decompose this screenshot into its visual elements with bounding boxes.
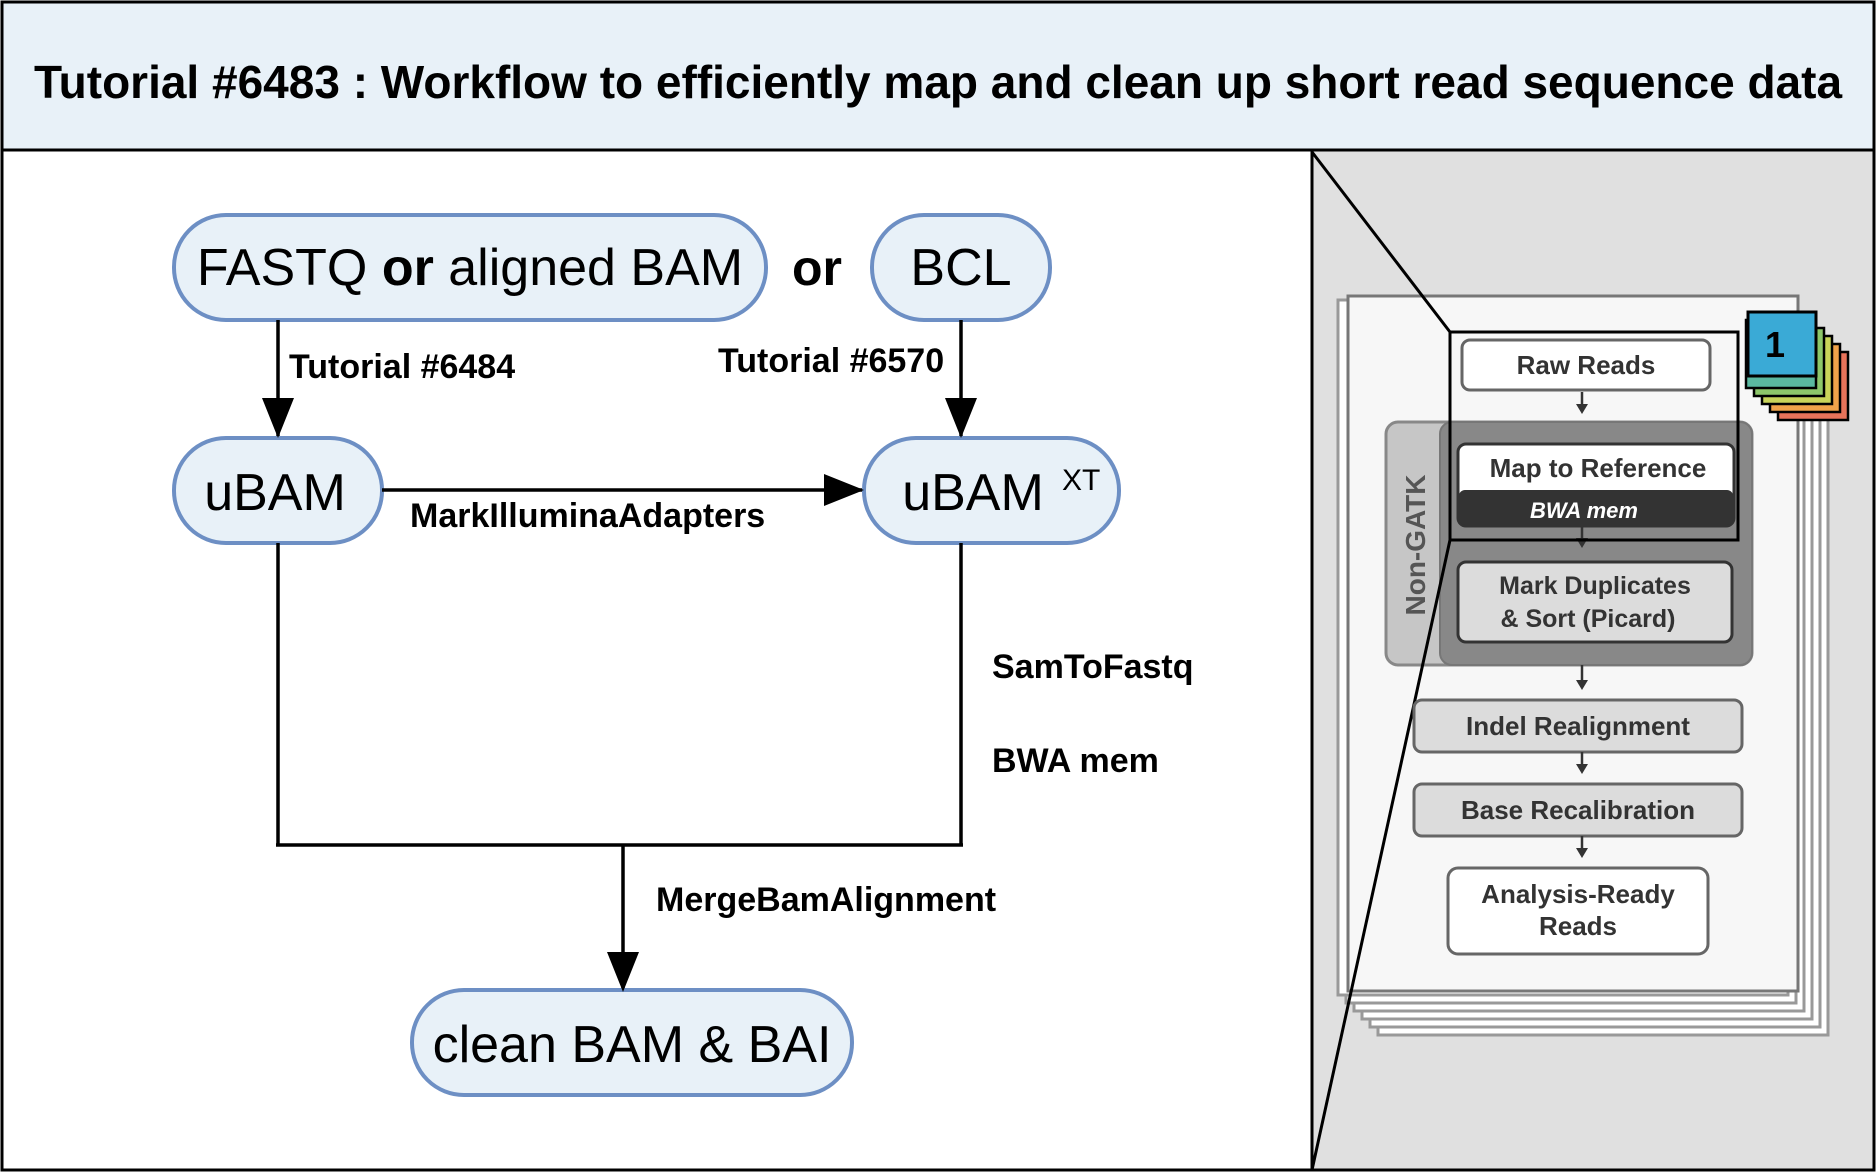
title-bar — [0, 0, 1876, 152]
page-title: Tutorial #6483 : Workflow to efficiently… — [34, 56, 1842, 108]
step-indel-realignment-label: Indel Realignment — [1466, 711, 1690, 741]
arrowhead-fastq-to-ubam — [262, 398, 294, 438]
or-label: or — [792, 240, 842, 296]
non-gatk-label: Non-GATK — [1400, 475, 1431, 616]
label-markilluminaadapters: MarkIlluminaAdapters — [410, 497, 765, 535]
clean-bam-node-label: clean BAM & BAI — [433, 1016, 832, 1074]
step-map-reference-sublabel: BWA mem — [1530, 498, 1638, 523]
step-map-reference-label: Map to Reference — [1490, 453, 1707, 483]
clean-bam-node — [410, 988, 854, 1097]
step-badge — [1746, 310, 1818, 378]
label-samtofastq: SamToFastq — [992, 648, 1194, 686]
label-bwa-mem: BWA mem — [992, 742, 1159, 780]
step-mark-duplicates-label-2: & Sort (Picard) — [1500, 605, 1675, 633]
step-base-recalibration — [1412, 782, 1744, 838]
step-analysis-ready — [1446, 866, 1710, 956]
mini-arrowhead-1 — [1576, 404, 1588, 414]
ubam-node-label: uBAM — [204, 464, 346, 522]
step-analysis-ready-label-1: Analysis-Ready — [1481, 879, 1675, 909]
zoom-line-bottom — [1310, 539, 1452, 1171]
label-mergebamalignment: MergeBamAlignment — [656, 881, 996, 919]
badge-stack: 1 — [1744, 310, 1850, 422]
step-badge-number: 1 — [1765, 324, 1785, 365]
label-tutorial-6570: Tutorial #6570 — [718, 342, 944, 380]
step-mark-duplicates — [1456, 560, 1734, 644]
fastq-node — [172, 213, 768, 322]
step-analysis-ready-label-2: Reads — [1539, 911, 1617, 941]
fastq-node-label: FASTQ or aligned BAM — [197, 239, 743, 297]
zoom-line-top — [1310, 151, 1452, 333]
arrowhead-bcl-to-ubamxt — [945, 398, 977, 438]
step-mark-duplicates-label-1: Mark Duplicates — [1499, 572, 1691, 600]
mini-arrowhead-5 — [1576, 848, 1588, 858]
zoom-highlight-box — [1448, 330, 1740, 542]
arrowhead-merge-to-clean — [607, 952, 639, 992]
bcl-node-label: BCL — [910, 239, 1011, 297]
step-base-recalibration-label: Base Recalibration — [1461, 795, 1695, 825]
ubamxt-node-superscript: XT — [1062, 464, 1100, 497]
step-indel-realignment — [1412, 698, 1744, 754]
label-tutorial-6484: Tutorial #6484 — [289, 348, 515, 386]
ubamxt-node — [862, 436, 1121, 545]
mini-arrowhead-4 — [1576, 764, 1588, 774]
step-raw-reads — [1460, 338, 1712, 392]
mini-arrowhead-3 — [1576, 680, 1588, 690]
arrowhead-ubam-to-ubamxt — [824, 474, 864, 506]
step-map-reference-sub-bg — [1459, 490, 1733, 525]
ubamxt-node-label: uBAM — [902, 464, 1044, 522]
step-raw-reads-label: Raw Reads — [1517, 350, 1656, 380]
